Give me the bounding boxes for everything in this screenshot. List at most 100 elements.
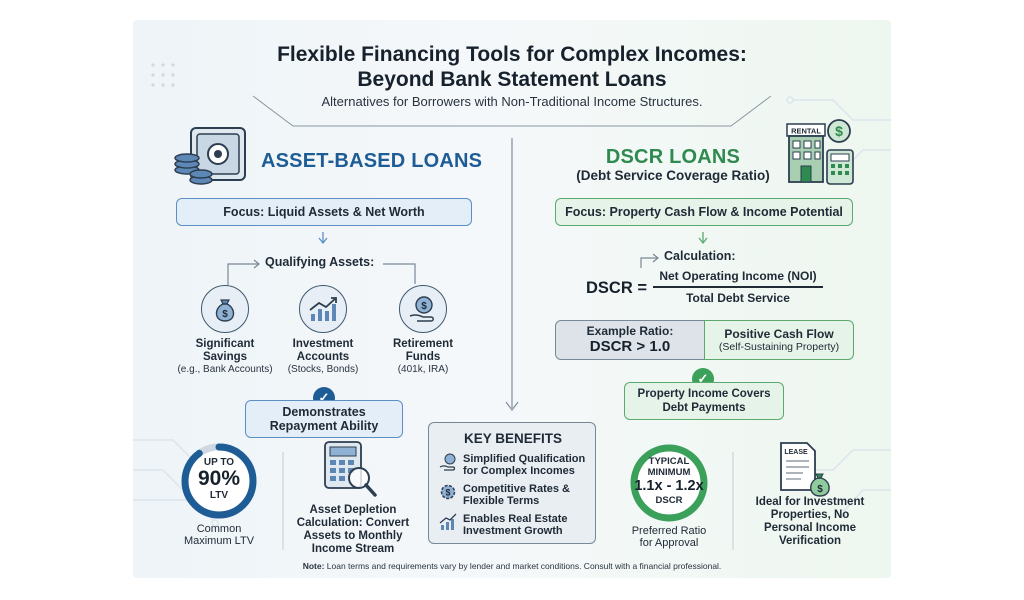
savings-line1: Significant	[195, 338, 255, 350]
depletion-line1: Asset Depletion	[309, 504, 397, 516]
demonstrates-box: Demonstrates Repayment Ability	[245, 400, 403, 438]
savings-circle: $	[201, 285, 249, 333]
benefit-item-3: Enables Real Estate Investment Growth	[439, 513, 594, 537]
covers-box: Property Income Covers Debt Payments	[624, 382, 784, 420]
ltv-ring	[181, 443, 257, 519]
benefit-item-2: $ Competitive Rates & Flexible Terms	[439, 483, 594, 507]
ltv-center: UP TO 90% LTV	[178, 457, 260, 501]
typical-value: 1.1x - 1.2x	[634, 478, 704, 494]
fraction-bar	[653, 286, 823, 288]
preferred-line2: for Approval	[639, 537, 699, 549]
typical-minimum-ring	[630, 444, 708, 522]
investment-line1: Investment	[292, 338, 354, 350]
calculation-label: Calculation:	[664, 249, 736, 263]
vault-coins-icon	[174, 127, 246, 185]
example-ratio-label: Example Ratio:	[586, 324, 674, 338]
asset-heading: ASSET-BASED LOANS	[261, 150, 483, 172]
example-ratio-value: DSCR > 1.0	[589, 338, 671, 355]
rental-sign-text: RENTAL	[791, 127, 821, 136]
formula-numerator: Net Operating Income (NOI)	[659, 269, 817, 283]
preferred-caption: Preferred Ratio for Approval	[613, 525, 725, 549]
svg-text:$: $	[421, 301, 427, 312]
depletion-line4: Income Stream	[311, 543, 395, 555]
benefit-2-line1: Competitive Rates &	[463, 483, 570, 495]
key-benefits-box: KEY BENEFITS Simplified Qualification fo…	[428, 422, 596, 544]
formula-fraction: Net Operating Income (NOI) Total Debt Se…	[653, 269, 823, 305]
ideal-line2: Properties, No	[770, 509, 850, 521]
title-line-2: Beyond Bank Statement Loans	[357, 68, 667, 91]
savings-caption: Significant Savings (e.g., Bank Accounts…	[173, 338, 277, 376]
retirement-line2: Funds	[405, 351, 441, 363]
benefit-item-1: Simplified Qualification for Complex Inc…	[439, 453, 594, 477]
svg-text:$: $	[835, 123, 843, 139]
ltv-unit: LTV	[209, 490, 229, 501]
savings-note: (e.g., Bank Accounts)	[177, 364, 273, 375]
dscr-focus-box: Focus: Property Cash Flow & Income Poten…	[555, 198, 853, 226]
investment-line2: Accounts	[296, 351, 350, 363]
infographic-card: Flexible Financing Tools for Complex Inc…	[133, 20, 891, 578]
key-benefits-title: KEY BENEFITS	[463, 431, 563, 446]
page-title: Flexible Financing Tools for Complex Inc…	[133, 42, 891, 92]
rental-building-icon: RENTAL $	[786, 119, 854, 185]
svg-text:$: $	[445, 488, 450, 498]
benefit-2-line2: Flexible Terms	[463, 495, 540, 507]
depletion-line2: Calculation: Convert	[296, 517, 410, 529]
growth-chart-icon	[439, 513, 457, 530]
benefit-3-line2: Investment Growth	[463, 525, 563, 537]
typical-minimum-center: TYPICAL MINIMUM 1.1x - 1.2x DSCR	[626, 456, 712, 506]
dscr-heading: DSCR LOANS	[605, 146, 741, 168]
hand-coin-icon: $	[409, 296, 434, 322]
benefit-1-line2: for Complex Incomes	[463, 465, 575, 477]
typical-unit: DSCR	[655, 495, 683, 506]
ideal-line1: Ideal for Investment	[755, 496, 865, 508]
lease-document-icon: LEASE $	[780, 442, 830, 497]
qualifying-assets-label: Qualifying Assets:	[265, 255, 375, 269]
ltv-progress-arc	[181, 443, 257, 519]
ltv-caption-line1: Common	[196, 523, 242, 535]
retirement-note: (401k, IRA)	[397, 364, 449, 375]
ltv-caption-line2: Maximum LTV	[183, 535, 255, 547]
lease-label: LEASE	[784, 449, 808, 456]
growth-chart-icon	[309, 297, 337, 321]
investment-circle	[299, 285, 347, 333]
hand-coin-icon	[439, 453, 456, 471]
typical-line1: TYPICAL	[648, 456, 690, 467]
note-text: Loan terms and requirements vary by lend…	[324, 561, 722, 571]
covers-line1: Property Income Covers	[637, 388, 771, 400]
formula-lhs: DSCR =	[586, 279, 647, 297]
demonstrates-line2: Repayment Ability	[269, 419, 379, 433]
footer-note: Note: Loan terms and requirements vary b…	[133, 561, 891, 571]
money-bag-icon: $	[215, 299, 235, 322]
investment-caption: Investment Accounts (Stocks, Bonds)	[273, 338, 373, 376]
gear-dollar-icon: $	[440, 484, 456, 500]
preferred-line1: Preferred Ratio	[631, 525, 707, 537]
example-ratio-box: Example Ratio: DSCR > 1.0	[555, 320, 705, 360]
calculator-magnifier-icon	[324, 441, 377, 497]
positive-cash-flow-box: Positive Cash Flow (Self-Sustaining Prop…	[704, 320, 854, 360]
dscr-subheading: (Debt Service Coverage Ratio)	[576, 168, 770, 183]
formula-denominator: Total Debt Service	[686, 290, 790, 305]
note-label: Note:	[302, 561, 325, 571]
investment-note: (Stocks, Bonds)	[287, 364, 359, 375]
typical-line2: MINIMUM	[647, 467, 691, 478]
ltv-value: 90%	[197, 467, 241, 490]
depletion-caption: Asset Depletion Calculation: Convert Ass…	[293, 504, 413, 556]
ideal-line3: Personal Income	[763, 522, 857, 534]
retirement-circle: $	[399, 285, 447, 333]
demonstrates-line1: Demonstrates	[282, 405, 366, 419]
benefit-1-line1: Simplified Qualification	[463, 453, 586, 465]
savings-line2: Savings	[202, 351, 248, 363]
benefit-3-line1: Enables Real Estate	[463, 513, 568, 525]
title-line-1: Flexible Financing Tools for Complex Inc…	[277, 43, 747, 66]
retirement-line1: Retirement	[392, 338, 454, 350]
depletion-line3: Assets to Monthly	[303, 530, 403, 542]
ltv-up-to: UP TO	[203, 457, 235, 468]
page-subtitle: Alternatives for Borrowers with Non-Trad…	[321, 94, 703, 109]
ltv-caption: Common Maximum LTV	[163, 523, 275, 547]
positive-cash-flow-note: (Self-Sustaining Property)	[718, 340, 840, 353]
covers-line2: Debt Payments	[662, 402, 746, 414]
positive-cash-flow-title: Positive Cash Flow	[724, 326, 834, 341]
ideal-line4: Verification	[779, 535, 841, 547]
asset-focus-box: Focus: Liquid Assets & Net Worth	[176, 198, 472, 226]
